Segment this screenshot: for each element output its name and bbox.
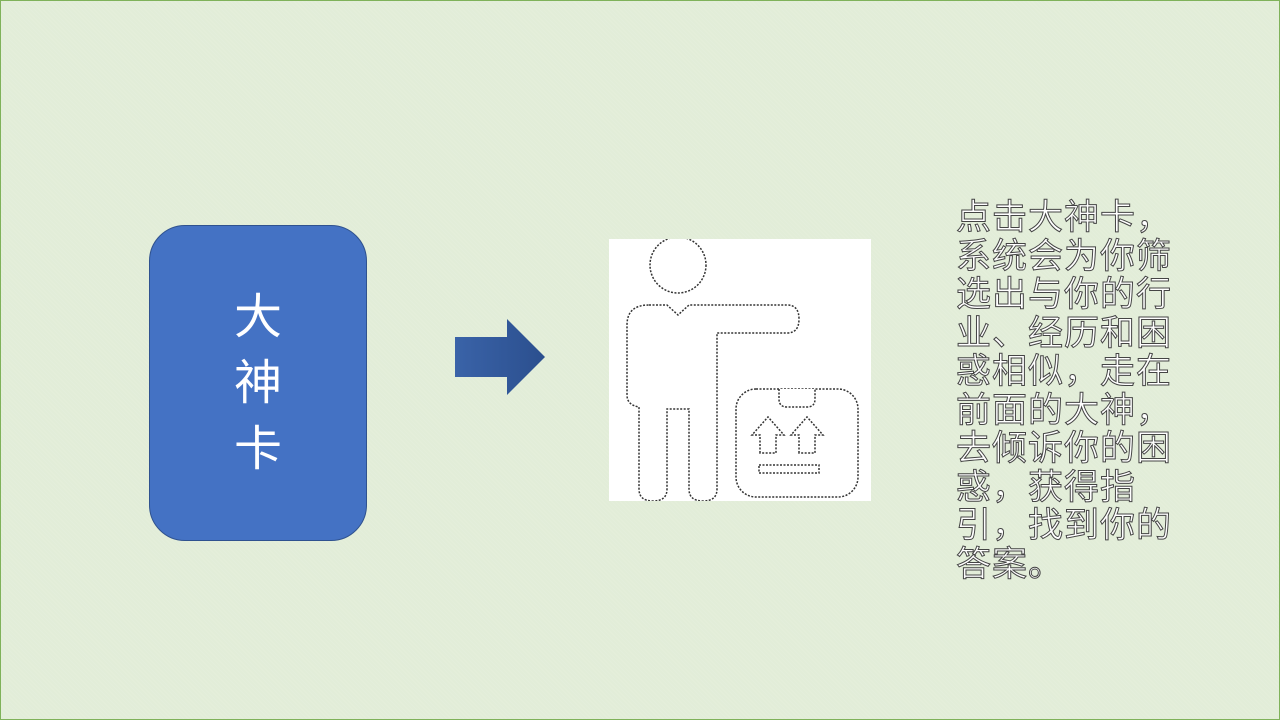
illustration-panel [609,236,871,502]
up-arrow-icon [750,415,786,454]
up-arrow-icon [789,415,825,454]
right-arrow-icon [455,319,545,395]
description-text: 点击大神卡，系统会为你筛选出与你的行业、经历和困惑相似，走在前面的大神，去倾诉你… [956,198,1173,585]
card-label: 大神卡 [233,289,282,477]
great-master-card[interactable]: 大神卡 [149,225,367,541]
person-pointing-at-box-icon [626,236,859,502]
